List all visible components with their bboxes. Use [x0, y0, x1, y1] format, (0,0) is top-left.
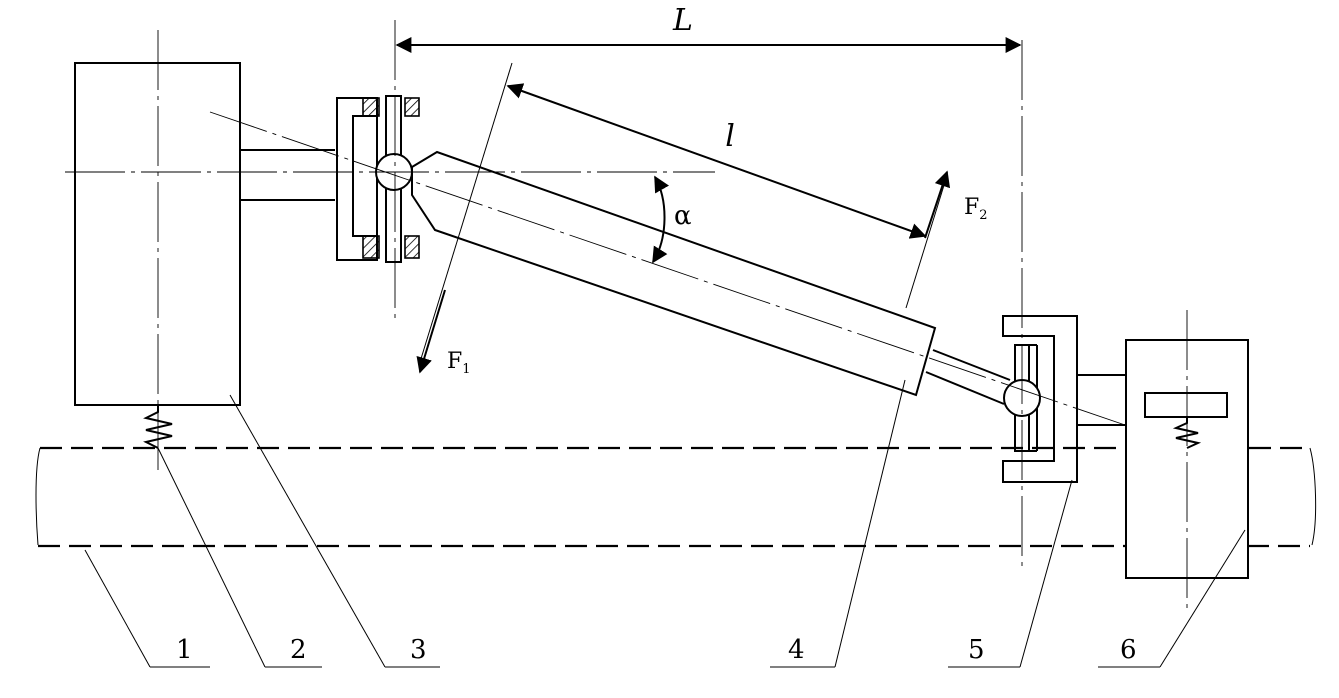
- left-coupling: [336, 95, 420, 263]
- angle-alpha: α: [652, 175, 692, 264]
- left-housing: [74, 62, 335, 406]
- span-label: L: [672, 3, 693, 38]
- angle-label: α: [674, 201, 692, 231]
- callout-5: 5: [968, 635, 985, 665]
- force-F1: F1: [416, 289, 471, 377]
- leader-lines: [84, 379, 1246, 668]
- shaft: [35, 446, 1317, 548]
- callout-4: 4: [788, 635, 805, 665]
- dimension-l: l: [506, 83, 927, 239]
- dimension-L: L: [395, 3, 1022, 53]
- callout-6: 6: [1120, 635, 1137, 665]
- callout-2: 2: [290, 635, 307, 665]
- arm-label: l: [725, 119, 735, 154]
- force-F1-label: F1: [447, 349, 471, 377]
- force-F2: F2: [924, 170, 988, 239]
- left-spring: [143, 405, 173, 449]
- callout-1: 1: [176, 635, 193, 665]
- tilted-link: [411, 150, 1011, 405]
- callouts: 1 2 3 4 5 6: [150, 635, 1160, 668]
- force-F2-label: F2: [964, 195, 988, 223]
- callout-3: 3: [410, 635, 427, 665]
- center-lines: [65, 20, 1188, 610]
